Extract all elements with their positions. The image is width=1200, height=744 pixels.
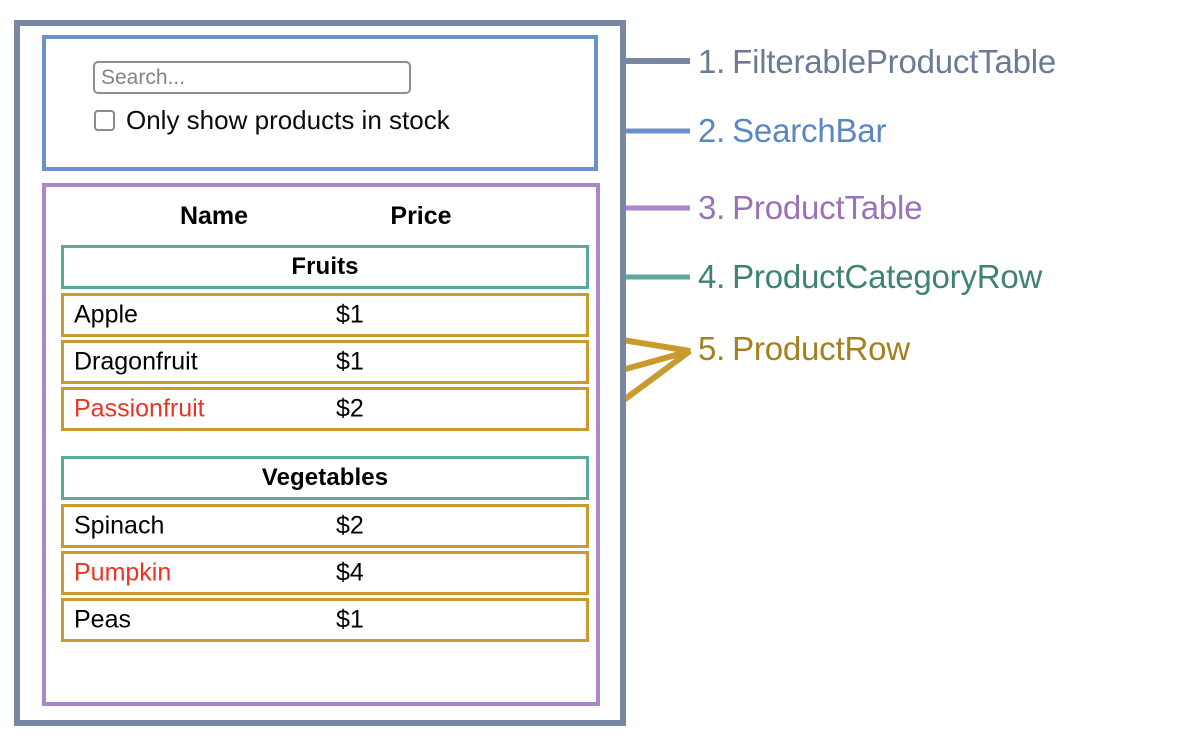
product-category-row: Fruits (61, 245, 589, 289)
product-name: Apple (74, 300, 138, 329)
product-row: Dragonfruit $1 (61, 340, 589, 384)
annotation-label: ProductRow (732, 330, 910, 367)
annotation-label: ProductTable (732, 189, 923, 226)
checkbox-icon[interactable] (94, 109, 115, 131)
product-row: Pumpkin $4 (61, 551, 589, 595)
product-name: Passionfruit (74, 394, 205, 423)
product-row: Apple $1 (61, 293, 589, 337)
search-input[interactable] (93, 61, 411, 94)
product-price: $1 (336, 347, 364, 376)
product-category-label: Vegetables (261, 464, 389, 491)
annotation-number: 4. (698, 258, 726, 295)
group-spacer (61, 434, 589, 456)
annotation-number: 3. (698, 189, 726, 226)
product-name: Pumpkin (74, 558, 172, 587)
annotation-label: ProductCategoryRow (732, 258, 1043, 295)
annotation-number: 1. (698, 43, 726, 80)
column-header-name: Name (179, 201, 249, 230)
product-price: $2 (336, 394, 364, 423)
search-bar: Only show products in stock (42, 35, 598, 171)
annotation-search-bar: 2.SearchBar (698, 112, 886, 150)
product-name: Spinach (74, 511, 165, 540)
product-price: $4 (336, 558, 364, 587)
product-price: $1 (336, 605, 364, 634)
product-table: Name Price Fruits Apple $1 Dragonfruit $… (42, 183, 600, 706)
annotation-product-category-row: 4.ProductCategoryRow (698, 258, 1042, 296)
in-stock-checkbox-row[interactable]: Only show products in stock (94, 107, 450, 133)
annotation-label: SearchBar (732, 112, 887, 149)
column-header-price: Price (390, 201, 452, 230)
product-name: Dragonfruit (74, 347, 198, 376)
annotation-number: 2. (698, 112, 726, 149)
annotation-product-table: 3.ProductTable (698, 189, 923, 227)
product-price: $2 (336, 511, 364, 540)
product-category-row: Vegetables (61, 456, 589, 500)
product-price: $1 (336, 300, 364, 329)
annotation-label: FilterableProductTable (732, 43, 1057, 80)
in-stock-checkbox-label: Only show products in stock (126, 105, 450, 135)
product-name: Peas (74, 605, 131, 634)
product-row: Peas $1 (61, 598, 589, 642)
product-table-header: Name Price (46, 197, 596, 235)
annotation-product-row: 5.ProductRow (698, 330, 910, 368)
annotation-number: 5. (698, 330, 726, 367)
product-row: Spinach $2 (61, 504, 589, 548)
product-row: Passionfruit $2 (61, 387, 589, 431)
annotation-filterable-product-table: 1.FilterableProductTable (698, 43, 1056, 81)
product-table-body: Fruits Apple $1 Dragonfruit $1 Passionfr… (61, 245, 589, 645)
product-category-label: Fruits (291, 253, 359, 280)
